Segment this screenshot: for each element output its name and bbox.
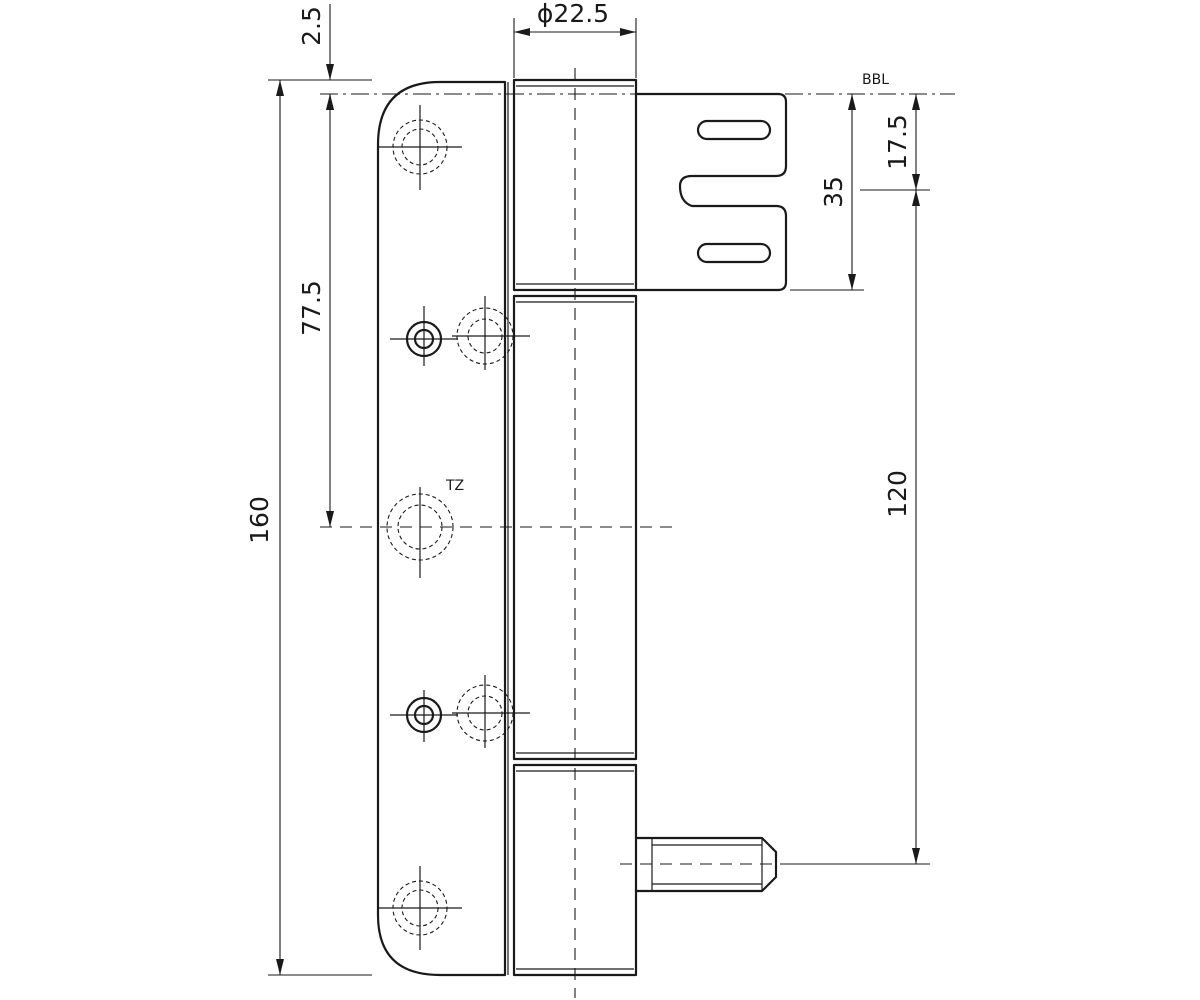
dimension-upper-bracket-offset: 17.5 [860, 94, 930, 191]
bracket-slot-lower [696, 242, 772, 264]
dimension-pin-diameter-label: ϕ22.5 [537, 0, 609, 28]
tz-label: TZ [445, 478, 464, 494]
dimension-upper-bracket-height-label: 35 [819, 176, 848, 208]
dimension-upper-bracket-offset-label: 17.5 [883, 114, 912, 170]
bbl-label: BBL [862, 72, 889, 88]
dimension-overall-height: 160 [245, 79, 372, 976]
dimension-pin-distance-label: 120 [883, 470, 912, 518]
screw-hole-bottom [378, 866, 462, 950]
lower-threaded-pin [620, 836, 790, 893]
screw-hole-top [378, 105, 462, 190]
adjustment-screw-lower [390, 675, 530, 748]
screw-hole-center [386, 487, 454, 578]
dimension-upper-bracket-height: 35 [790, 94, 864, 291]
dimension-overall-height-label: 160 [245, 496, 274, 544]
upper-mounting-bracket [634, 92, 788, 292]
dimension-pin-distance: 120 [790, 190, 930, 865]
adjustment-screw-upper [390, 296, 530, 370]
dimension-pin-diameter: ϕ22.5 [513, 0, 637, 78]
dimension-top-offset: 2.5 [297, 4, 334, 110]
dimension-center-offset-label: 77.5 [297, 280, 326, 336]
hinge-leaf-plate [376, 80, 507, 977]
bracket-slot-upper [696, 119, 772, 141]
dimension-top-offset-label: 2.5 [297, 6, 326, 46]
dimension-center-offset: 77.5 [297, 94, 334, 527]
